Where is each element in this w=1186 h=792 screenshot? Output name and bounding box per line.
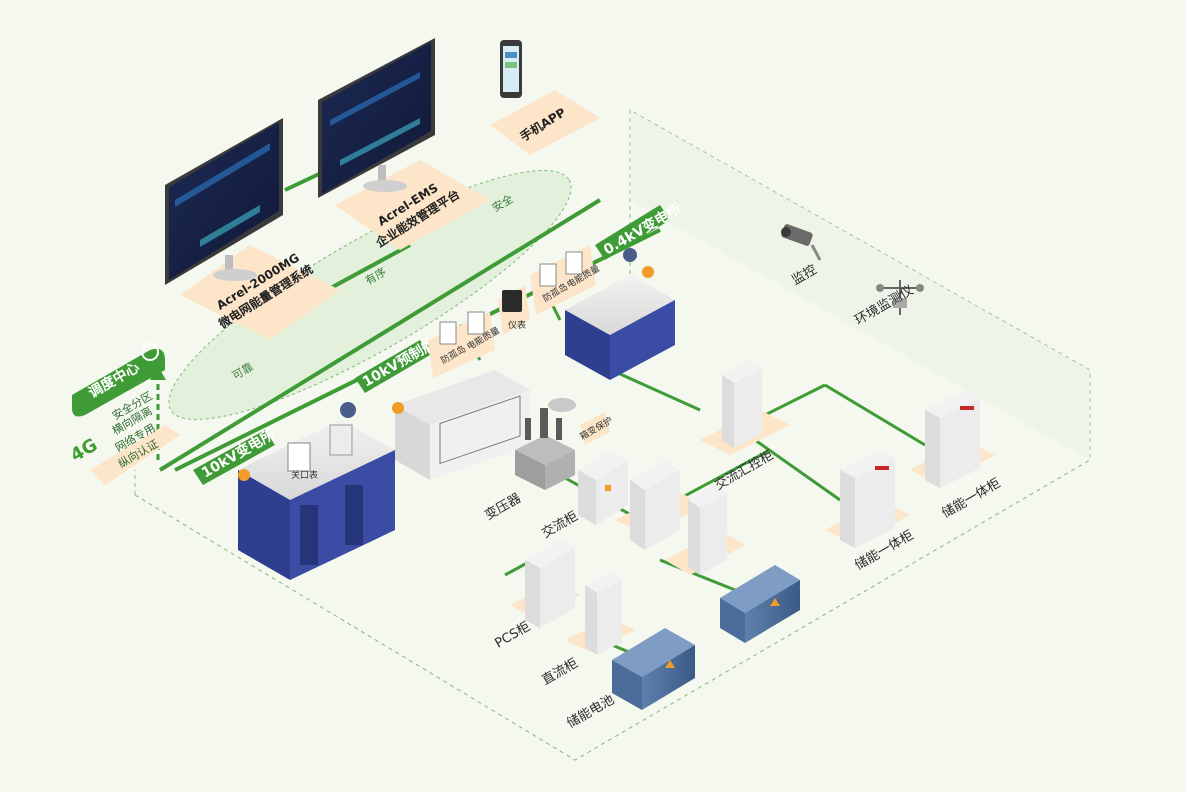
wifi-icon [141,343,159,361]
cabinet-cluster [615,460,745,575]
substation-10kv [238,402,395,580]
substation-04kv-title: 0.4kV变电所 [601,200,685,258]
dc-cabinet [565,572,635,655]
substation-04kv-tag: 0.4kV变电所 [595,200,684,260]
ac-combiner-label: 交流汇控柜 [712,447,776,493]
mobile-app-label-tile: 手机APP [490,90,600,155]
substation-04kv [565,248,675,380]
storage-cabinet-2 [910,390,995,488]
battery-container-2 [720,565,800,643]
prefab-cabin-10kv [392,370,530,480]
device-tile-group-1 [428,311,495,378]
instrument-label: 仪表 [508,319,526,331]
gateway-meter-label: 关口表 [291,469,318,481]
network-4g-icon: 4G [67,434,101,466]
transformer [515,398,576,490]
ems-monitor [318,38,435,198]
warning-icon [770,598,780,606]
alarm-light-icon [642,266,654,278]
device-tile-group-2 [530,245,596,315]
protection-relay-tile [580,412,610,445]
pcs-cabinet [510,540,580,628]
warning-icon [665,660,675,668]
camera-icon [781,224,822,261]
dispatch-feature-tile [90,425,180,485]
alarm-light-icon [392,402,404,414]
ac-combiner-cabinet [700,360,790,455]
battery-label: 储能电池 [565,692,618,731]
transformer-label: 变压器 [482,490,524,523]
storage-cabinet-1 [825,450,910,548]
battery-container-1 [612,628,695,710]
uplink-arrowhead-icon [150,366,166,380]
pcs-label: PCS柜 [493,619,534,651]
feature-ring [168,170,572,420]
instrument-tile [498,285,530,335]
ac-cabinet [578,450,628,525]
ac-cabinet-label: 交流柜 [539,508,581,541]
dispatch-features: 安全分区 横向隔离 网络专用 纵向认证 [110,388,161,470]
dc-cabinet-label: 直流柜 [540,656,581,688]
weather-station-icon [876,280,924,315]
mobile-phone-icon [500,40,522,98]
monitoring-zone [630,110,1090,460]
alarm-light-icon [238,469,250,481]
mg-monitor [165,118,283,285]
